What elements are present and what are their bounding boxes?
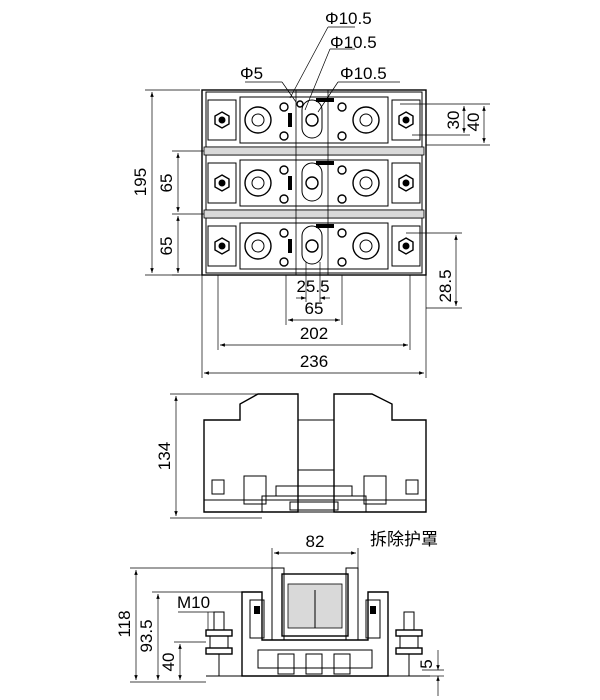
band-separator [203, 209, 425, 219]
dim-width-202: 202 [217, 275, 411, 350]
small-hole-diameter-label: Φ5 [240, 64, 263, 83]
dim-right-30-40: 30 40 [400, 103, 490, 146]
left-cover-shape [203, 393, 299, 513]
svg-text:5: 5 [417, 659, 436, 668]
fuse-body [281, 573, 349, 637]
hole-diameter-label-1: Φ10.5 [325, 9, 372, 28]
svg-text:118: 118 [115, 610, 134, 637]
svg-text:25.5: 25.5 [296, 277, 329, 296]
dim-height-40: 40 [159, 641, 206, 680]
band-separator [203, 146, 425, 156]
dim-right-5: 5 [417, 650, 444, 696]
hole-diameter-label-2: Φ10.5 [330, 33, 377, 52]
dim-center-65: 65 [285, 275, 343, 325]
dim-height-118: 118 [115, 567, 272, 683]
dim-height-93-5: 93.5 [137, 591, 242, 680]
svg-text:65: 65 [305, 299, 324, 318]
svg-text:40: 40 [159, 653, 178, 672]
svg-text:28.5: 28.5 [436, 269, 455, 302]
cover-removed-view: 拆除护罩 [115, 530, 444, 696]
hole-diameter-label-3: Φ10.5 [340, 64, 387, 83]
svg-text:202: 202 [300, 324, 328, 343]
dim-width-82: 82 [271, 532, 359, 568]
svg-text:65: 65 [157, 237, 176, 256]
terminal-stud-icons [205, 611, 423, 676]
svg-text:30: 30 [444, 111, 463, 130]
terminal-blocks [207, 99, 421, 267]
dim-width-236: 236 [201, 275, 427, 378]
svg-text:65: 65 [157, 174, 176, 193]
side-view: 134 [155, 393, 427, 519]
mounting-hole-icons [288, 98, 334, 265]
right-cover-shape [333, 393, 427, 513]
dim-right-28-5: 28.5 [406, 232, 462, 309]
dim-side-height: 134 [155, 393, 262, 519]
top-view-outer-frame [201, 89, 427, 276]
svg-text:134: 134 [155, 442, 174, 470]
svg-text:82: 82 [306, 532, 325, 551]
dim-center-25-5: 25.5 [296, 262, 330, 302]
svg-text:93.5: 93.5 [137, 619, 156, 652]
cover-removed-caption: 拆除护罩 [370, 530, 438, 549]
dim-pitch-1: 65 [157, 150, 204, 215]
top-view: Φ10.5 Φ10.5 Φ10.5 Φ5 195 65 65 [131, 9, 490, 378]
dim-pitch-2: 65 [157, 216, 204, 276]
svg-text:195: 195 [131, 168, 150, 196]
hole-leaders [245, 26, 400, 113]
thread-size-label: M10 [177, 593, 210, 612]
contact-circle-icons [244, 102, 380, 267]
svg-text:236: 236 [300, 352, 328, 371]
svg-text:40: 40 [464, 113, 483, 132]
terminal-bolt-icons [214, 111, 414, 255]
